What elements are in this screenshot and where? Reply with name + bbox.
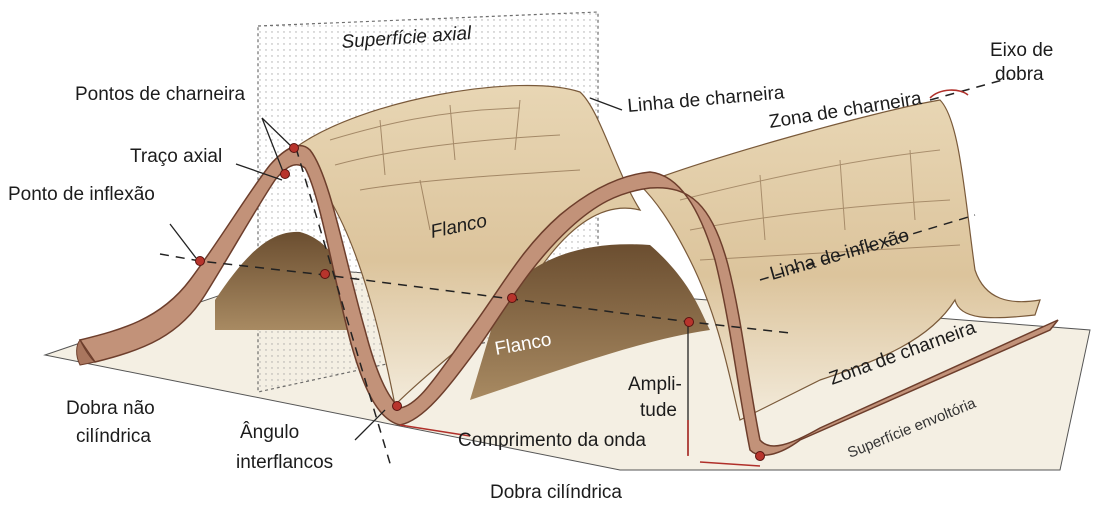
inflection-point-right (685, 318, 694, 327)
label-ampli: Ampli- (628, 374, 682, 395)
hinge-point-top (290, 144, 299, 153)
wavelength-end-point (756, 452, 765, 461)
label-dobra-cilindrica: Dobra cilíndrica (490, 482, 622, 503)
label-dobra: dobra (995, 64, 1044, 85)
label-pontos-charneira: Pontos de charneira (75, 84, 245, 105)
hinge-point-mid (281, 170, 290, 179)
label-angulo: Ângulo (240, 421, 299, 443)
label-eixo-de: Eixo de (990, 40, 1053, 61)
label-ponto-inflexao: Ponto de inflexão (8, 184, 155, 205)
label-comprimento-onda: Comprimento da onda (458, 430, 646, 451)
label-linha-charneira: Linha de charneira (627, 82, 786, 117)
inflection-point-trough (508, 294, 517, 303)
inflection-point-mid (321, 270, 330, 279)
label-dobra-nao: Dobra não (66, 398, 155, 419)
inflection-point-left (196, 257, 205, 266)
label-tude: tude (640, 400, 677, 421)
label-cilindrica: cilíndrica (76, 426, 151, 447)
trough-point (393, 402, 402, 411)
label-interflancos: interflancos (236, 452, 333, 473)
leader-ponto-inflexao (170, 224, 196, 258)
label-traco-axial: Traço axial (130, 146, 222, 167)
